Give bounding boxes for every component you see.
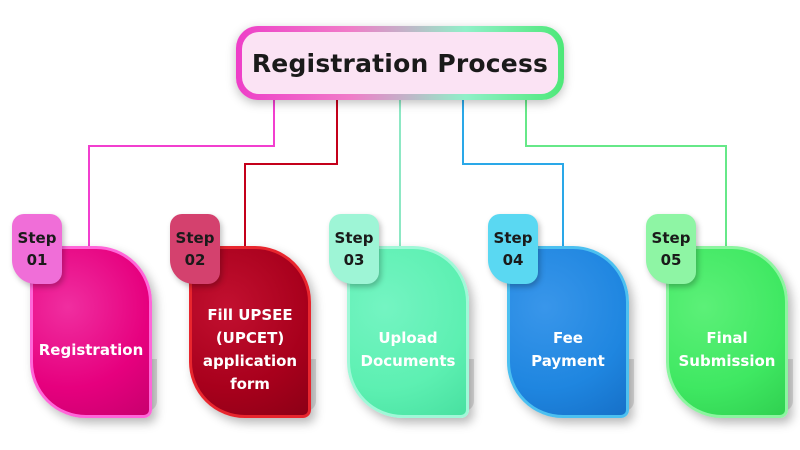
step-word-02: Step	[175, 229, 215, 247]
step-tab-04: Step 04	[488, 214, 538, 284]
diagram-title: Registration Process	[251, 48, 549, 78]
step-number-05: 05	[660, 251, 682, 269]
connector-step-01	[88, 100, 275, 258]
step-card-02: Fill UPSEE (UPCET) application form	[189, 246, 316, 418]
connector-step-02	[244, 100, 338, 258]
step-tab-02: Step 02	[170, 214, 220, 284]
step-label-01: Registration	[38, 340, 144, 359]
step-tab-03: Step 03	[329, 214, 379, 284]
step-label-03: Upload Documents	[360, 329, 456, 370]
step-number-04: 04	[502, 251, 524, 269]
step-label-04: Fee Payment	[531, 329, 605, 370]
connector-step-05	[525, 100, 727, 258]
step-number-03: 03	[343, 251, 365, 269]
step-tab-01: Step 01	[12, 214, 62, 284]
step-number-01: 01	[26, 251, 48, 269]
step-word-03: Step	[334, 229, 374, 247]
step-tab-05: Step 05	[646, 214, 696, 284]
step-word-04: Step	[493, 229, 533, 247]
connector-step-04	[462, 100, 564, 258]
step-word-01: Step	[17, 229, 57, 247]
step-word-05: Step	[651, 229, 691, 247]
title-inner: Registration Process	[242, 32, 558, 94]
step-number-02: 02	[184, 251, 206, 269]
title-box: Registration Process	[236, 26, 564, 100]
step-label-05: Final Submission	[678, 329, 776, 370]
step-label-02: Fill UPSEE (UPCET) application form	[202, 306, 298, 393]
